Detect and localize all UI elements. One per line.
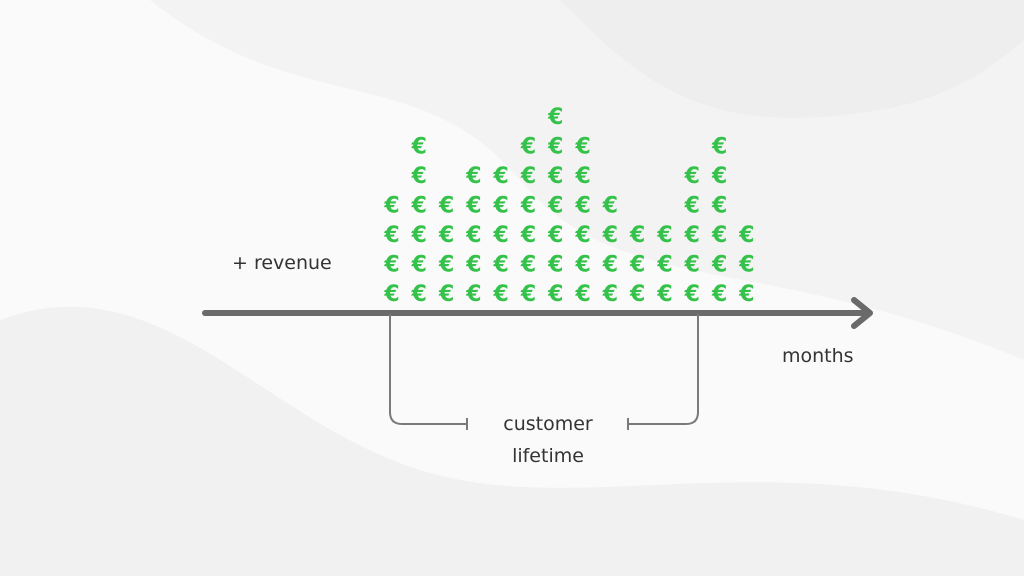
lifetime-bracket-right <box>628 314 699 425</box>
revenue-label: + revenue <box>232 252 332 274</box>
euro-symbol: € <box>547 253 563 278</box>
months-label: months <box>782 345 854 367</box>
euro-symbol: € <box>574 282 590 307</box>
euro-symbol: € <box>602 282 618 307</box>
euro-symbol: € <box>574 194 590 219</box>
euro-symbol: € <box>684 164 700 189</box>
euro-symbol: € <box>602 194 618 219</box>
euro-symbol: € <box>738 223 754 248</box>
euro-symbol: € <box>547 164 563 189</box>
euro-symbol: € <box>520 282 536 307</box>
euro-symbol: € <box>602 253 618 278</box>
euro-symbol: € <box>438 223 454 248</box>
euro-symbol: € <box>493 194 509 219</box>
euro-symbol: € <box>438 282 454 307</box>
euro-symbol: € <box>383 194 399 219</box>
lifetime-label-line-2: lifetime <box>512 445 584 467</box>
euro-symbol: € <box>383 282 399 307</box>
euro-symbol: € <box>411 223 427 248</box>
euro-symbol: € <box>383 253 399 278</box>
euro-symbol: € <box>711 253 727 278</box>
euro-symbol: € <box>438 253 454 278</box>
euro-symbol: € <box>574 253 590 278</box>
euro-symbol: € <box>493 164 509 189</box>
euro-symbol: € <box>684 194 700 219</box>
euro-symbol: € <box>656 282 672 307</box>
euro-symbol: € <box>547 105 563 130</box>
euro-symbol: € <box>711 223 727 248</box>
euro-symbol: € <box>411 135 427 160</box>
euro-symbol: € <box>547 282 563 307</box>
euro-symbol: € <box>547 135 563 160</box>
euro-symbol: € <box>520 253 536 278</box>
euro-symbol: € <box>520 223 536 248</box>
lifetime-label-line-1: customer <box>503 413 593 435</box>
euro-symbol: € <box>411 282 427 307</box>
euro-symbol: € <box>383 223 399 248</box>
euro-symbol: € <box>493 253 509 278</box>
euro-symbol: € <box>738 253 754 278</box>
euro-symbol: € <box>574 135 590 160</box>
customer-lifetime-label: customer lifetime <box>468 408 628 472</box>
euro-symbol: € <box>574 223 590 248</box>
euro-symbol: € <box>411 253 427 278</box>
euro-symbol: € <box>656 223 672 248</box>
euro-symbol: € <box>711 135 727 160</box>
euro-symbol: € <box>520 194 536 219</box>
euro-symbol: € <box>574 164 590 189</box>
lifetime-bracket-left <box>389 314 467 425</box>
euro-symbol: € <box>684 253 700 278</box>
euro-symbol: € <box>438 194 454 219</box>
euro-stacks: € € € € € € € € € € € € € € € € € € € € € € € € € € € € € € € € € € € € € € € €… <box>383 105 754 307</box>
euro-symbol: € <box>602 223 618 248</box>
euro-symbol: € <box>684 223 700 248</box>
euro-symbol: € <box>465 282 481 307</box>
euro-symbol: € <box>520 164 536 189</box>
euro-symbol: € <box>465 164 481 189</box>
euro-symbol: € <box>547 223 563 248</box>
euro-symbol: € <box>656 253 672 278</box>
euro-symbol: € <box>738 282 754 307</box>
euro-symbol: € <box>465 223 481 248</box>
euro-symbol: € <box>465 253 481 278</box>
euro-symbol: € <box>684 282 700 307</box>
euro-symbol: € <box>520 135 536 160</box>
euro-symbol: € <box>711 194 727 219</box>
euro-symbol: € <box>465 194 481 219</box>
axis-arrowhead <box>851 297 873 329</box>
euro-symbol: € <box>493 223 509 248</box>
euro-symbol: € <box>411 164 427 189</box>
euro-symbol: € <box>711 282 727 307</box>
euro-symbol: € <box>493 282 509 307</box>
euro-symbol: € <box>711 164 727 189</box>
euro-symbol: € <box>547 194 563 219</box>
euro-symbol: € <box>411 194 427 219</box>
euro-symbol: € <box>629 223 645 248</box>
euro-symbol: € <box>629 253 645 278</box>
euro-symbol: € <box>629 282 645 307</box>
